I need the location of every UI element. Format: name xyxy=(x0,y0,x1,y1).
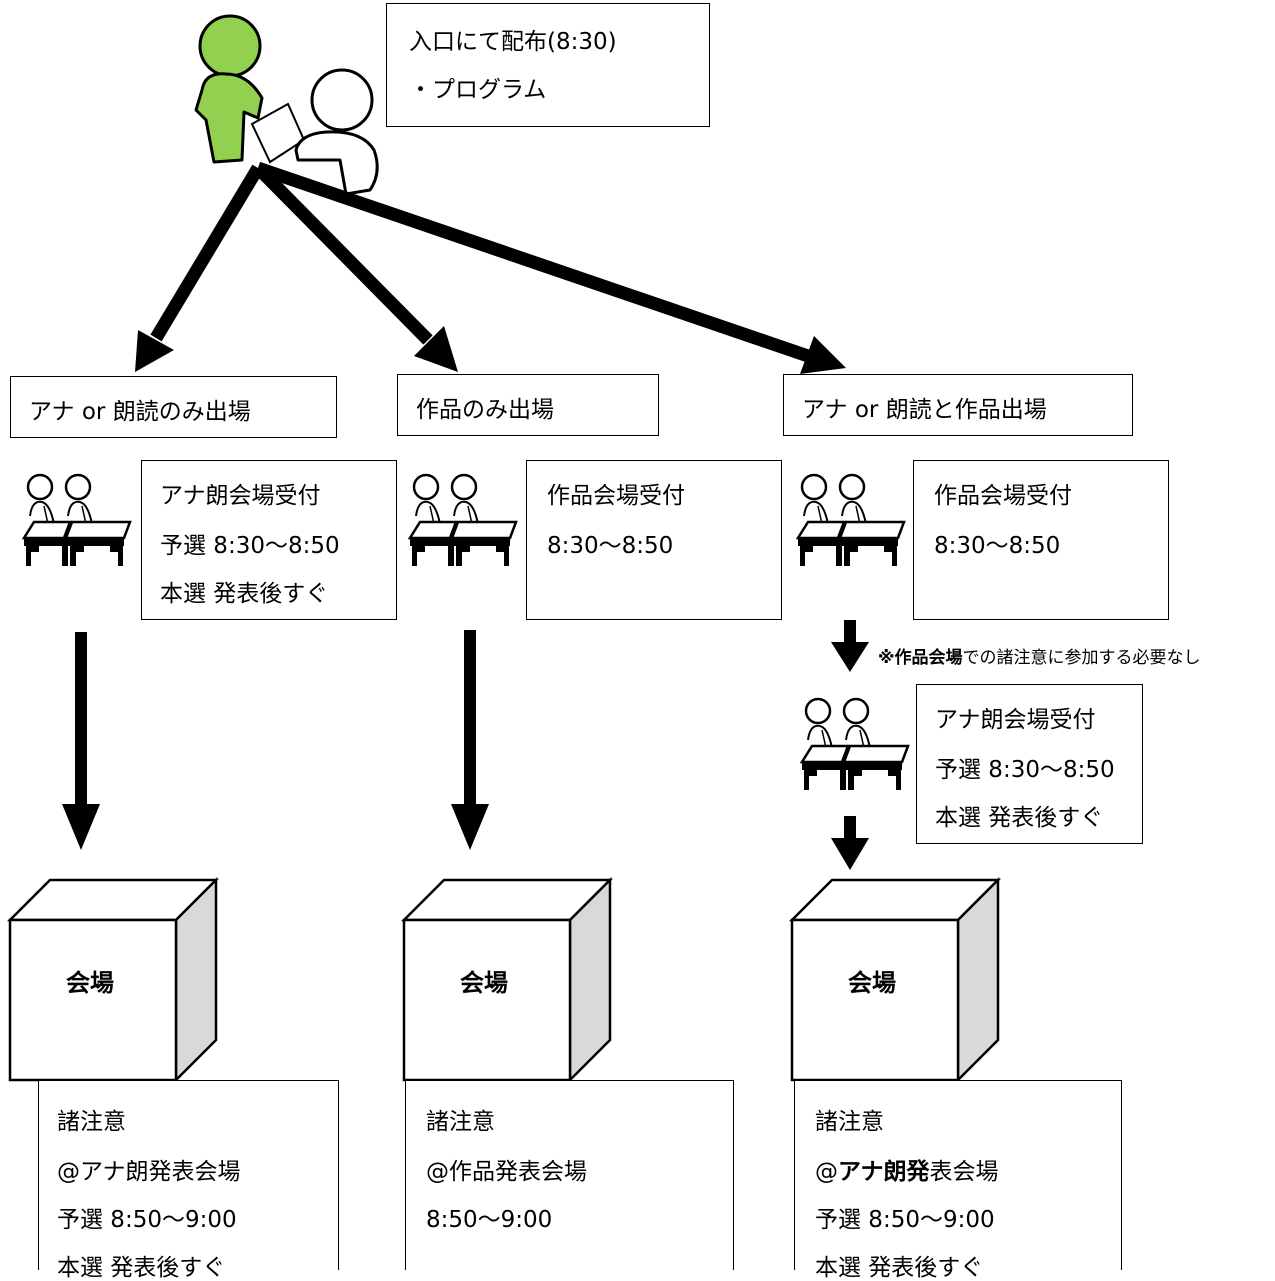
notice-time: 予選 8:50〜9:00 xyxy=(57,1207,237,1233)
distribution-line: 入口にて配布(8:30) xyxy=(409,29,617,55)
notice-place: @アナ朗発表会場 xyxy=(57,1159,241,1185)
reception-box: アナ朗会場受付 予選 8:30〜8:50 本選 発表後すぐ xyxy=(916,684,1143,844)
notice-box: 諸注意 @アナ朗発表会場 予選 8:50〜9:00 本選 発表後すぐ xyxy=(794,1080,1122,1280)
branch-arrows xyxy=(135,161,846,374)
route-title: アナ or 朗読と作品出場 xyxy=(802,397,1047,423)
route-title: 作品のみ出場 xyxy=(416,397,554,423)
note: ※作品会場での諸注意に参加する必要なし xyxy=(878,643,1201,668)
notice-place-bold: アナ朗発 xyxy=(838,1159,930,1185)
reception-time: 本選 発表後すぐ xyxy=(935,805,1104,831)
note-bold: ※作品会場 xyxy=(878,648,963,668)
reception-time: 8:30〜8:50 xyxy=(934,533,1061,559)
note-text: での諸注意に参加する必要なし xyxy=(962,648,1201,668)
reception-desk-icon xyxy=(408,473,518,568)
route-title-box: アナ or 朗読のみ出場 xyxy=(10,376,337,438)
green-person-icon xyxy=(194,14,264,164)
notice-time: 本選 発表後すぐ xyxy=(57,1255,226,1281)
venue-label: 会場 xyxy=(66,969,114,997)
reception-box: アナ朗会場受付 予選 8:30〜8:50 本選 発表後すぐ xyxy=(141,460,397,620)
route-title-box: 作品のみ出場 xyxy=(397,374,659,436)
notice-title: 諸注意 xyxy=(57,1109,126,1135)
reception-title: 作品会場受付 xyxy=(934,483,1072,509)
notice-place-prefix: @ xyxy=(815,1159,838,1185)
notice-place: @アナ朗発表会場 xyxy=(815,1161,999,1184)
white-person-icon xyxy=(294,68,379,196)
reception-desk-icon xyxy=(800,697,910,792)
reception-time: 8:30〜8:50 xyxy=(547,533,674,559)
notice-title: 諸注意 xyxy=(426,1109,495,1135)
notice-place-rest: 表会場 xyxy=(929,1159,999,1185)
reception-title: アナ朗会場受付 xyxy=(160,483,321,509)
reception-desk-icon xyxy=(22,473,132,568)
notice-time: 予選 8:50〜9:00 xyxy=(815,1207,995,1233)
venue-label: 会場 xyxy=(460,969,508,997)
diagram-graphics xyxy=(8,14,1000,1082)
reception-title: アナ朗会場受付 xyxy=(935,707,1096,733)
down-arrows xyxy=(62,620,869,870)
reception-time: 予選 8:30〜8:50 xyxy=(935,757,1115,783)
distribution-line: ・プログラム xyxy=(409,77,547,103)
notice-time: 本選 発表後すぐ xyxy=(815,1255,984,1281)
notice-place: @作品発表会場 xyxy=(426,1159,587,1185)
distribution-box: 入口にて配布(8:30) ・プログラム xyxy=(386,3,710,127)
notice-time: 8:50〜9:00 xyxy=(426,1207,553,1233)
reception-title: 作品会場受付 xyxy=(547,483,685,509)
reception-box: 作品会場受付 8:30〜8:50 xyxy=(913,460,1169,620)
venue-label: 会場 xyxy=(848,969,896,997)
route-title: アナ or 朗読のみ出場 xyxy=(29,399,251,425)
notice-box: 諸注意 @作品発表会場 8:50〜9:00 xyxy=(405,1080,734,1270)
reception-time: 本選 発表後すぐ xyxy=(160,581,329,607)
reception-time: 予選 8:30〜8:50 xyxy=(160,533,340,559)
reception-desk-icon xyxy=(796,473,906,568)
route-title-box: アナ or 朗読と作品出場 xyxy=(783,374,1133,436)
notice-box: 諸注意 @アナ朗発表会場 予選 8:50〜9:00 本選 発表後すぐ xyxy=(38,1080,339,1280)
reception-box: 作品会場受付 8:30〜8:50 xyxy=(526,460,782,620)
notice-title: 諸注意 xyxy=(815,1109,884,1135)
